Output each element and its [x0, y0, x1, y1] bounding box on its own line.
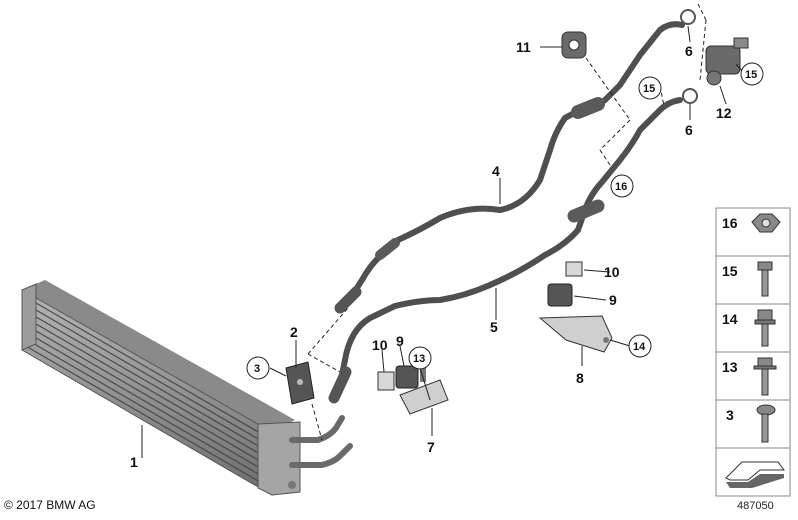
holder-right [538, 261, 613, 353]
callout-10-right: 10 [604, 264, 620, 280]
oil-cooler [21, 280, 353, 496]
copyright-notice: © 2017 BMW AG [4, 498, 96, 512]
oil-line-upper [334, 9, 696, 314]
callout-6-upper: 6 [685, 43, 693, 59]
callout-15-right: 15 [745, 69, 757, 81]
legend-row-15: 15 [722, 261, 773, 297]
callout-4: 4 [492, 163, 500, 179]
callout-13: 13 [413, 353, 425, 365]
torx-screw-icon [756, 404, 776, 443]
legend-row-16: 16 [722, 213, 781, 233]
callout-11: 11 [516, 39, 531, 55]
callout-16: 16 [615, 181, 627, 193]
callouts: 1 2 3 4 5 6 6 7 8 9 9 10 10 11 12 13 14 … [130, 39, 764, 470]
callout-8: 8 [576, 370, 584, 386]
legend-label-14: 14 [722, 311, 738, 327]
callout-15-left: 15 [643, 83, 655, 95]
legend-label-3: 3 [726, 407, 734, 423]
legend-label-15: 15 [722, 263, 738, 279]
callout-14: 14 [633, 341, 646, 353]
callout-9-right: 9 [609, 292, 617, 308]
bolt-icon [757, 261, 773, 297]
callout-3: 3 [254, 363, 260, 375]
callout-12: 12 [716, 105, 732, 121]
flange-bolt-icon [753, 357, 777, 396]
oil-line-lower [328, 88, 698, 404]
callout-6-lower: 6 [685, 122, 693, 138]
legend-row-13: 13 [722, 357, 777, 396]
leader-lines [307, 3, 707, 441]
callout-5: 5 [490, 319, 498, 335]
thermostat [705, 37, 749, 86]
arrow-icon [725, 461, 785, 488]
legend-label-13: 13 [722, 359, 738, 375]
line-holder [561, 31, 587, 59]
callout-10-left: 10 [372, 337, 388, 353]
callout-lines [141, 25, 744, 458]
image-number: 487050 [737, 500, 774, 512]
callout-9-left: 9 [396, 333, 404, 349]
legend-row-3: 3 [726, 404, 776, 443]
fastener-legend: 16 15 14 13 [715, 207, 791, 497]
callout-2: 2 [290, 324, 298, 340]
legend-label-16: 16 [722, 215, 738, 231]
callout-7: 7 [427, 439, 435, 455]
holder-left [377, 365, 449, 415]
bracket [285, 361, 315, 405]
legend-row-14: 14 [722, 309, 776, 347]
nut-icon [751, 213, 781, 233]
collar-bolt-icon [754, 309, 776, 347]
callout-1: 1 [130, 454, 138, 470]
